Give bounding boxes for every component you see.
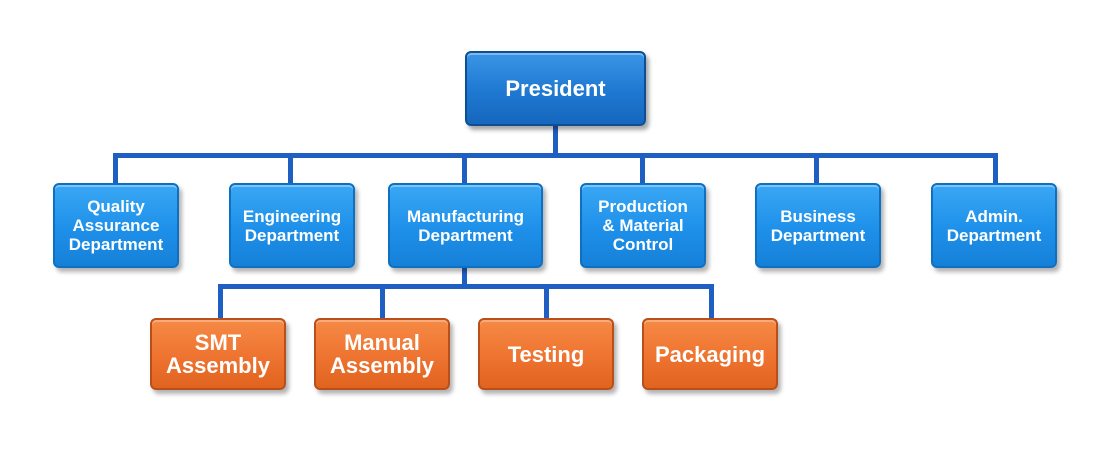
unit-smt-assembly[interactable]: SMT Assembly	[150, 318, 286, 390]
connector-drop-admin	[993, 153, 998, 185]
department-label: Production & Material Control	[598, 197, 688, 254]
connector-department-bus	[113, 153, 998, 158]
unit-label: Packaging	[654, 341, 766, 367]
connector-drop-packaging	[709, 284, 714, 320]
unit-label: Testing	[507, 341, 585, 367]
unit-manual-assembly[interactable]: Manual Assembly	[314, 318, 450, 390]
department-engineering[interactable]: Engineering Department	[229, 183, 355, 268]
unit-label: Manual Assembly	[330, 330, 434, 378]
president-box[interactable]: President	[465, 51, 646, 126]
connector-drop-engineering	[288, 153, 293, 185]
department-quality-assurance[interactable]: Quality Assurance Department	[53, 183, 179, 268]
department-label: Business Department	[770, 206, 866, 245]
president-label: President	[505, 75, 606, 101]
connector-drop-manufacturing	[462, 153, 467, 185]
department-admin[interactable]: Admin. Department	[931, 183, 1057, 268]
connector-unit-bus	[218, 284, 714, 289]
connector-manufacturing-stem	[462, 267, 467, 287]
connector-drop-manual	[380, 284, 385, 320]
department-business[interactable]: Business Department	[755, 183, 881, 268]
department-label: Manufacturing Department	[406, 206, 525, 245]
unit-packaging[interactable]: Packaging	[642, 318, 778, 390]
department-label: Quality Assurance Department	[68, 197, 164, 254]
department-label: Admin. Department	[946, 206, 1042, 245]
unit-label: SMT Assembly	[166, 330, 270, 378]
connector-drop-quality	[113, 153, 118, 185]
department-manufacturing[interactable]: Manufacturing Department	[388, 183, 543, 268]
connector-drop-production	[640, 153, 645, 185]
connector-drop-smt	[218, 284, 223, 320]
connector-president-stem	[553, 125, 558, 156]
connector-drop-testing	[544, 284, 549, 320]
connector-drop-business	[814, 153, 819, 185]
unit-testing[interactable]: Testing	[478, 318, 614, 390]
department-production-material-control[interactable]: Production & Material Control	[580, 183, 706, 268]
department-label: Engineering Department	[242, 206, 342, 245]
